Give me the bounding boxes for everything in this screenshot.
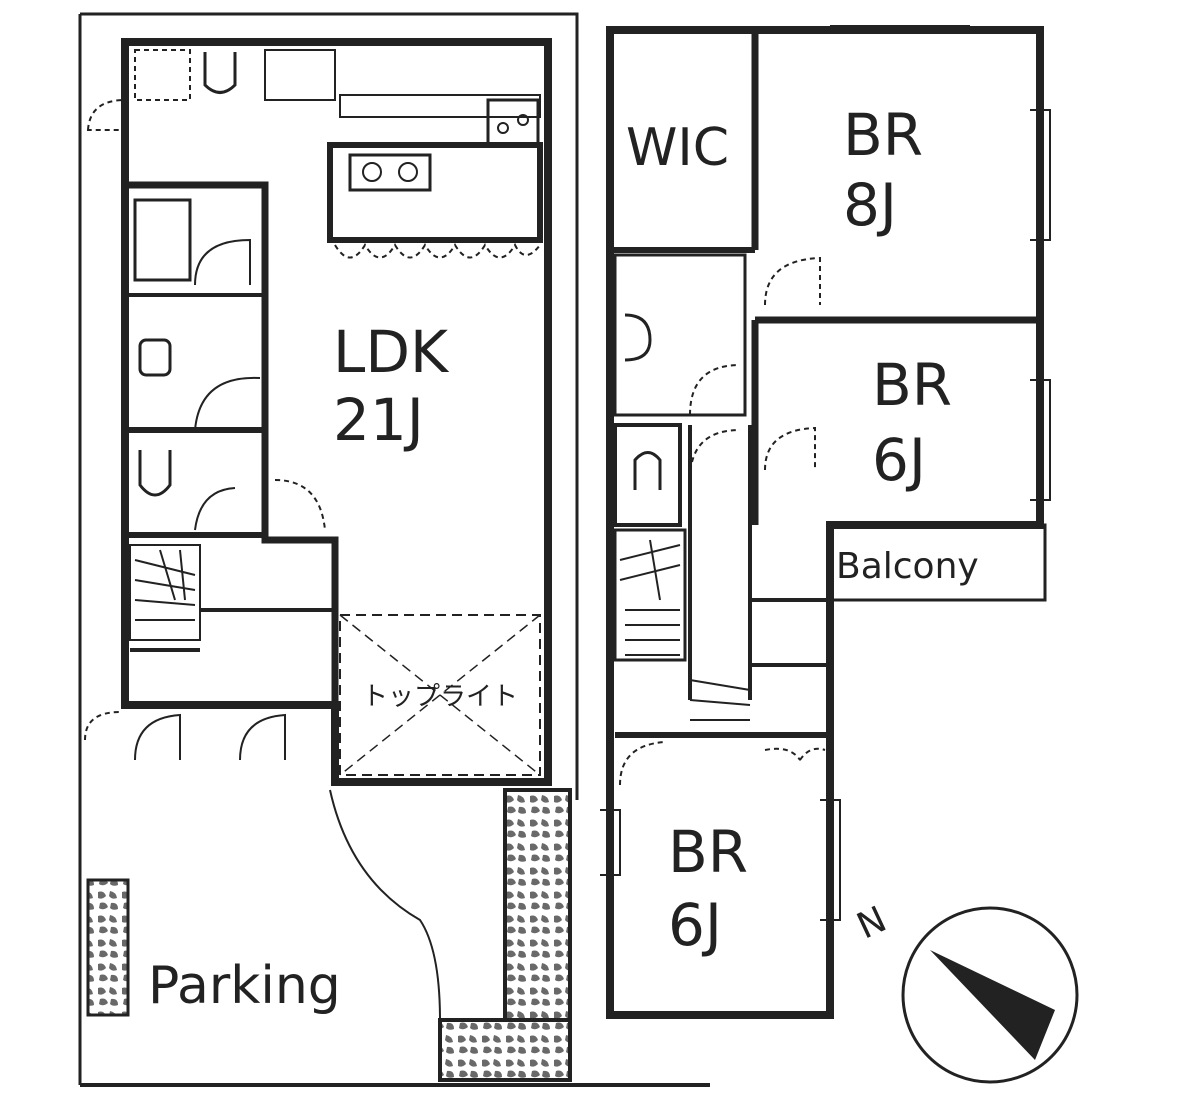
porch-door xyxy=(134,713,181,761)
br8-name: BR xyxy=(843,101,923,169)
island-seats xyxy=(334,242,541,259)
stairs-ground xyxy=(129,544,201,641)
window xyxy=(1030,379,1051,501)
bathtub xyxy=(133,198,192,282)
ldk-door xyxy=(274,479,326,531)
upper-floor xyxy=(600,25,1051,1019)
br6-door xyxy=(764,426,816,471)
upper-washroom xyxy=(613,253,747,417)
entry-door xyxy=(86,98,126,131)
compass-north-label: N xyxy=(851,899,893,948)
br8-size: 8J xyxy=(843,171,897,239)
skylight-diagonal xyxy=(339,614,541,776)
labels: LDK 21J トップライト Parking WIC BR 8J BR 6J B… xyxy=(148,101,979,1016)
burner xyxy=(497,122,509,134)
garden-strip xyxy=(503,788,572,1027)
counter-back xyxy=(339,94,541,118)
service-wall xyxy=(125,181,339,705)
wic-label: WIC xyxy=(626,118,729,178)
lower-treads xyxy=(689,679,751,721)
stairs-upper xyxy=(613,528,687,662)
wc-door xyxy=(194,487,236,531)
sink-bowl xyxy=(398,162,418,182)
ground-floor xyxy=(78,12,710,1087)
window xyxy=(820,799,841,921)
wc-fixture xyxy=(203,52,237,94)
window xyxy=(600,809,621,876)
br8-door xyxy=(764,256,821,306)
site-boundary xyxy=(78,12,579,1085)
stove xyxy=(486,98,540,147)
compass-circle xyxy=(901,906,1079,1084)
ldk-name: LDK xyxy=(333,318,450,386)
fridge xyxy=(264,49,336,101)
washroom-door xyxy=(194,376,261,431)
br6-upper-size: 6J xyxy=(872,426,926,494)
sink xyxy=(348,153,432,192)
compass: N xyxy=(851,899,1079,1084)
upper-wc-door xyxy=(689,429,741,481)
porch-door xyxy=(239,713,286,761)
burner xyxy=(517,114,529,126)
toilet xyxy=(138,450,172,497)
br6-lower-name: BR xyxy=(668,818,748,886)
closet-door xyxy=(764,747,826,761)
porch-door xyxy=(84,711,121,741)
upper-toilet-room xyxy=(613,423,682,527)
balcony-label: Balcony xyxy=(836,546,979,587)
skylight-label: トップライト xyxy=(362,682,518,712)
window xyxy=(1030,109,1051,241)
garden-corner xyxy=(438,1018,572,1082)
br6-upper-name: BR xyxy=(872,351,952,419)
balcony-rail xyxy=(828,523,1047,602)
bath-door xyxy=(194,238,251,286)
parking-label: Parking xyxy=(148,956,341,1016)
upper-treads xyxy=(619,539,681,656)
washbasin xyxy=(138,338,172,377)
br6-lower-door xyxy=(619,741,666,786)
entry-cabinet xyxy=(134,49,191,101)
sink-bowl xyxy=(362,162,382,182)
stair-treads xyxy=(134,549,196,621)
ldk-size: 21J xyxy=(333,386,424,454)
br6-lower-size: 6J xyxy=(668,891,722,959)
compass-needle xyxy=(930,950,1055,1060)
skylight-area xyxy=(339,614,541,776)
kitchen-island xyxy=(327,142,543,243)
upper-toilet xyxy=(633,451,662,490)
ground-outer-wall xyxy=(121,38,552,786)
upper-door xyxy=(689,364,741,416)
parking-storage xyxy=(86,878,130,1017)
basin-upper xyxy=(624,313,652,362)
drive-curve xyxy=(329,789,441,1021)
